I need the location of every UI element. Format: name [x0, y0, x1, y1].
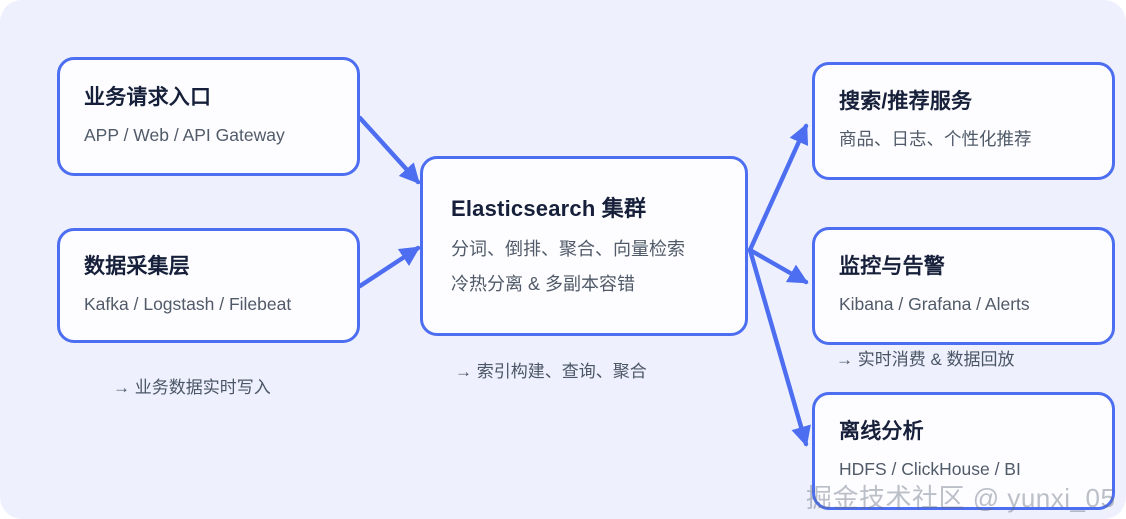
node-title: 离线分析 [839, 420, 924, 444]
arrow-es-to-search [747, 123, 809, 253]
node-offline-analytics[interactable]: 离线分析 HDFS / ClickHouse / BI [812, 392, 1115, 510]
node-title: 业务请求入口 [84, 85, 212, 109]
node-elasticsearch-cluster[interactable]: Elasticsearch 集群 分词、倒排、聚合、向量检索 冷热分离 & 多副… [420, 156, 748, 336]
node-title: 监控与告警 [839, 255, 945, 279]
arrow-es-to-offline [747, 247, 811, 447]
node-subtitle: 商品、日志、个性化推荐 [839, 129, 1032, 150]
watermark: 掘金技术社区 @ yunxi_05 [806, 483, 1116, 513]
node-subtitle: Kafka / Logstash / Filebeat [84, 293, 292, 314]
node-search-recommendation-service[interactable]: 搜索/推荐服务 商品、日志、个性化推荐 [812, 62, 1115, 180]
caption-consume-flow: → 实时消费 & 数据回放 [836, 350, 1015, 369]
node-subtitle: Kibana / Grafana / Alerts [839, 294, 1030, 315]
arrow-ingress-to-es [357, 115, 421, 185]
node-business-ingress[interactable]: 业务请求入口 APP / Web / API Gateway [57, 57, 360, 176]
node-subtitle-line2: 冷热分离 & 多副本容错 [451, 273, 636, 294]
arrow-collector-to-es [357, 245, 421, 289]
node-data-collection-layer[interactable]: 数据采集层 Kafka / Logstash / Filebeat [57, 228, 360, 343]
caption-index-flow: → 索引构建、查询、聚合 [455, 362, 647, 381]
node-title: 数据采集层 [84, 254, 190, 278]
node-monitoring-alerting[interactable]: 监控与告警 Kibana / Grafana / Alerts [812, 227, 1115, 345]
caption-ingest-flow: → 业务数据实时写入 [113, 378, 271, 397]
node-title: 搜索/推荐服务 [839, 90, 973, 114]
node-subtitle-line1: 分词、倒排、聚合、向量检索 [451, 238, 685, 259]
arrow-es-to-monitor [747, 247, 809, 285]
node-subtitle: APP / Web / API Gateway [84, 124, 285, 145]
node-subtitle: HDFS / ClickHouse / BI [839, 459, 1021, 480]
node-title: Elasticsearch 集群 [451, 196, 647, 222]
